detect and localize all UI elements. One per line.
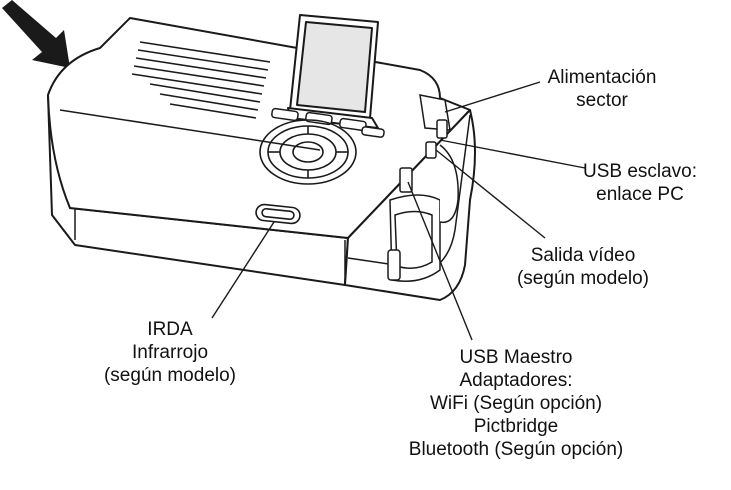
arrow-icon	[2, 0, 70, 68]
label-usb-master: USB Maestro Adaptadores: WiFi (Según opc…	[396, 346, 636, 461]
side-ports	[387, 94, 459, 282]
vent-grille	[131, 41, 271, 119]
label-usb-master-line1: USB Maestro	[459, 347, 573, 368]
label-irda-line2: Infrarrojo	[131, 342, 209, 363]
label-usb-master-line5: Bluetooth (Según opción)	[408, 439, 624, 460]
label-video-out: Salida vídeo (según modelo)	[508, 244, 658, 290]
label-usb-master-line4: Pictbridge	[473, 416, 559, 437]
label-usb-slave-line1: USB esclavo:	[582, 161, 698, 182]
label-video-out-line1: Salida vídeo	[530, 245, 636, 266]
label-power: Alimentación sector	[532, 66, 672, 112]
label-irda-line1: IRDA	[147, 319, 193, 340]
label-usb-master-line3: WiFi (Según opción)	[429, 393, 603, 414]
leader-lines	[211, 81, 586, 341]
label-irda-line3: (según modelo)	[103, 365, 237, 386]
label-usb-slave-line2: enlace PC	[596, 184, 684, 205]
irda-window	[255, 203, 301, 225]
label-usb-master-line2: Adaptadores:	[459, 370, 573, 391]
label-usb-slave: USB esclavo: enlace PC	[565, 160, 715, 206]
top-buttons	[271, 107, 385, 138]
label-irda: IRDA Infrarrojo (según modelo)	[80, 318, 260, 387]
label-power-line2: sector	[576, 90, 628, 111]
label-video-out-line2: (según modelo)	[516, 268, 650, 289]
nav-dial	[259, 119, 357, 185]
label-power-line1: Alimentación	[547, 67, 657, 88]
lcd-screen	[287, 14, 379, 129]
